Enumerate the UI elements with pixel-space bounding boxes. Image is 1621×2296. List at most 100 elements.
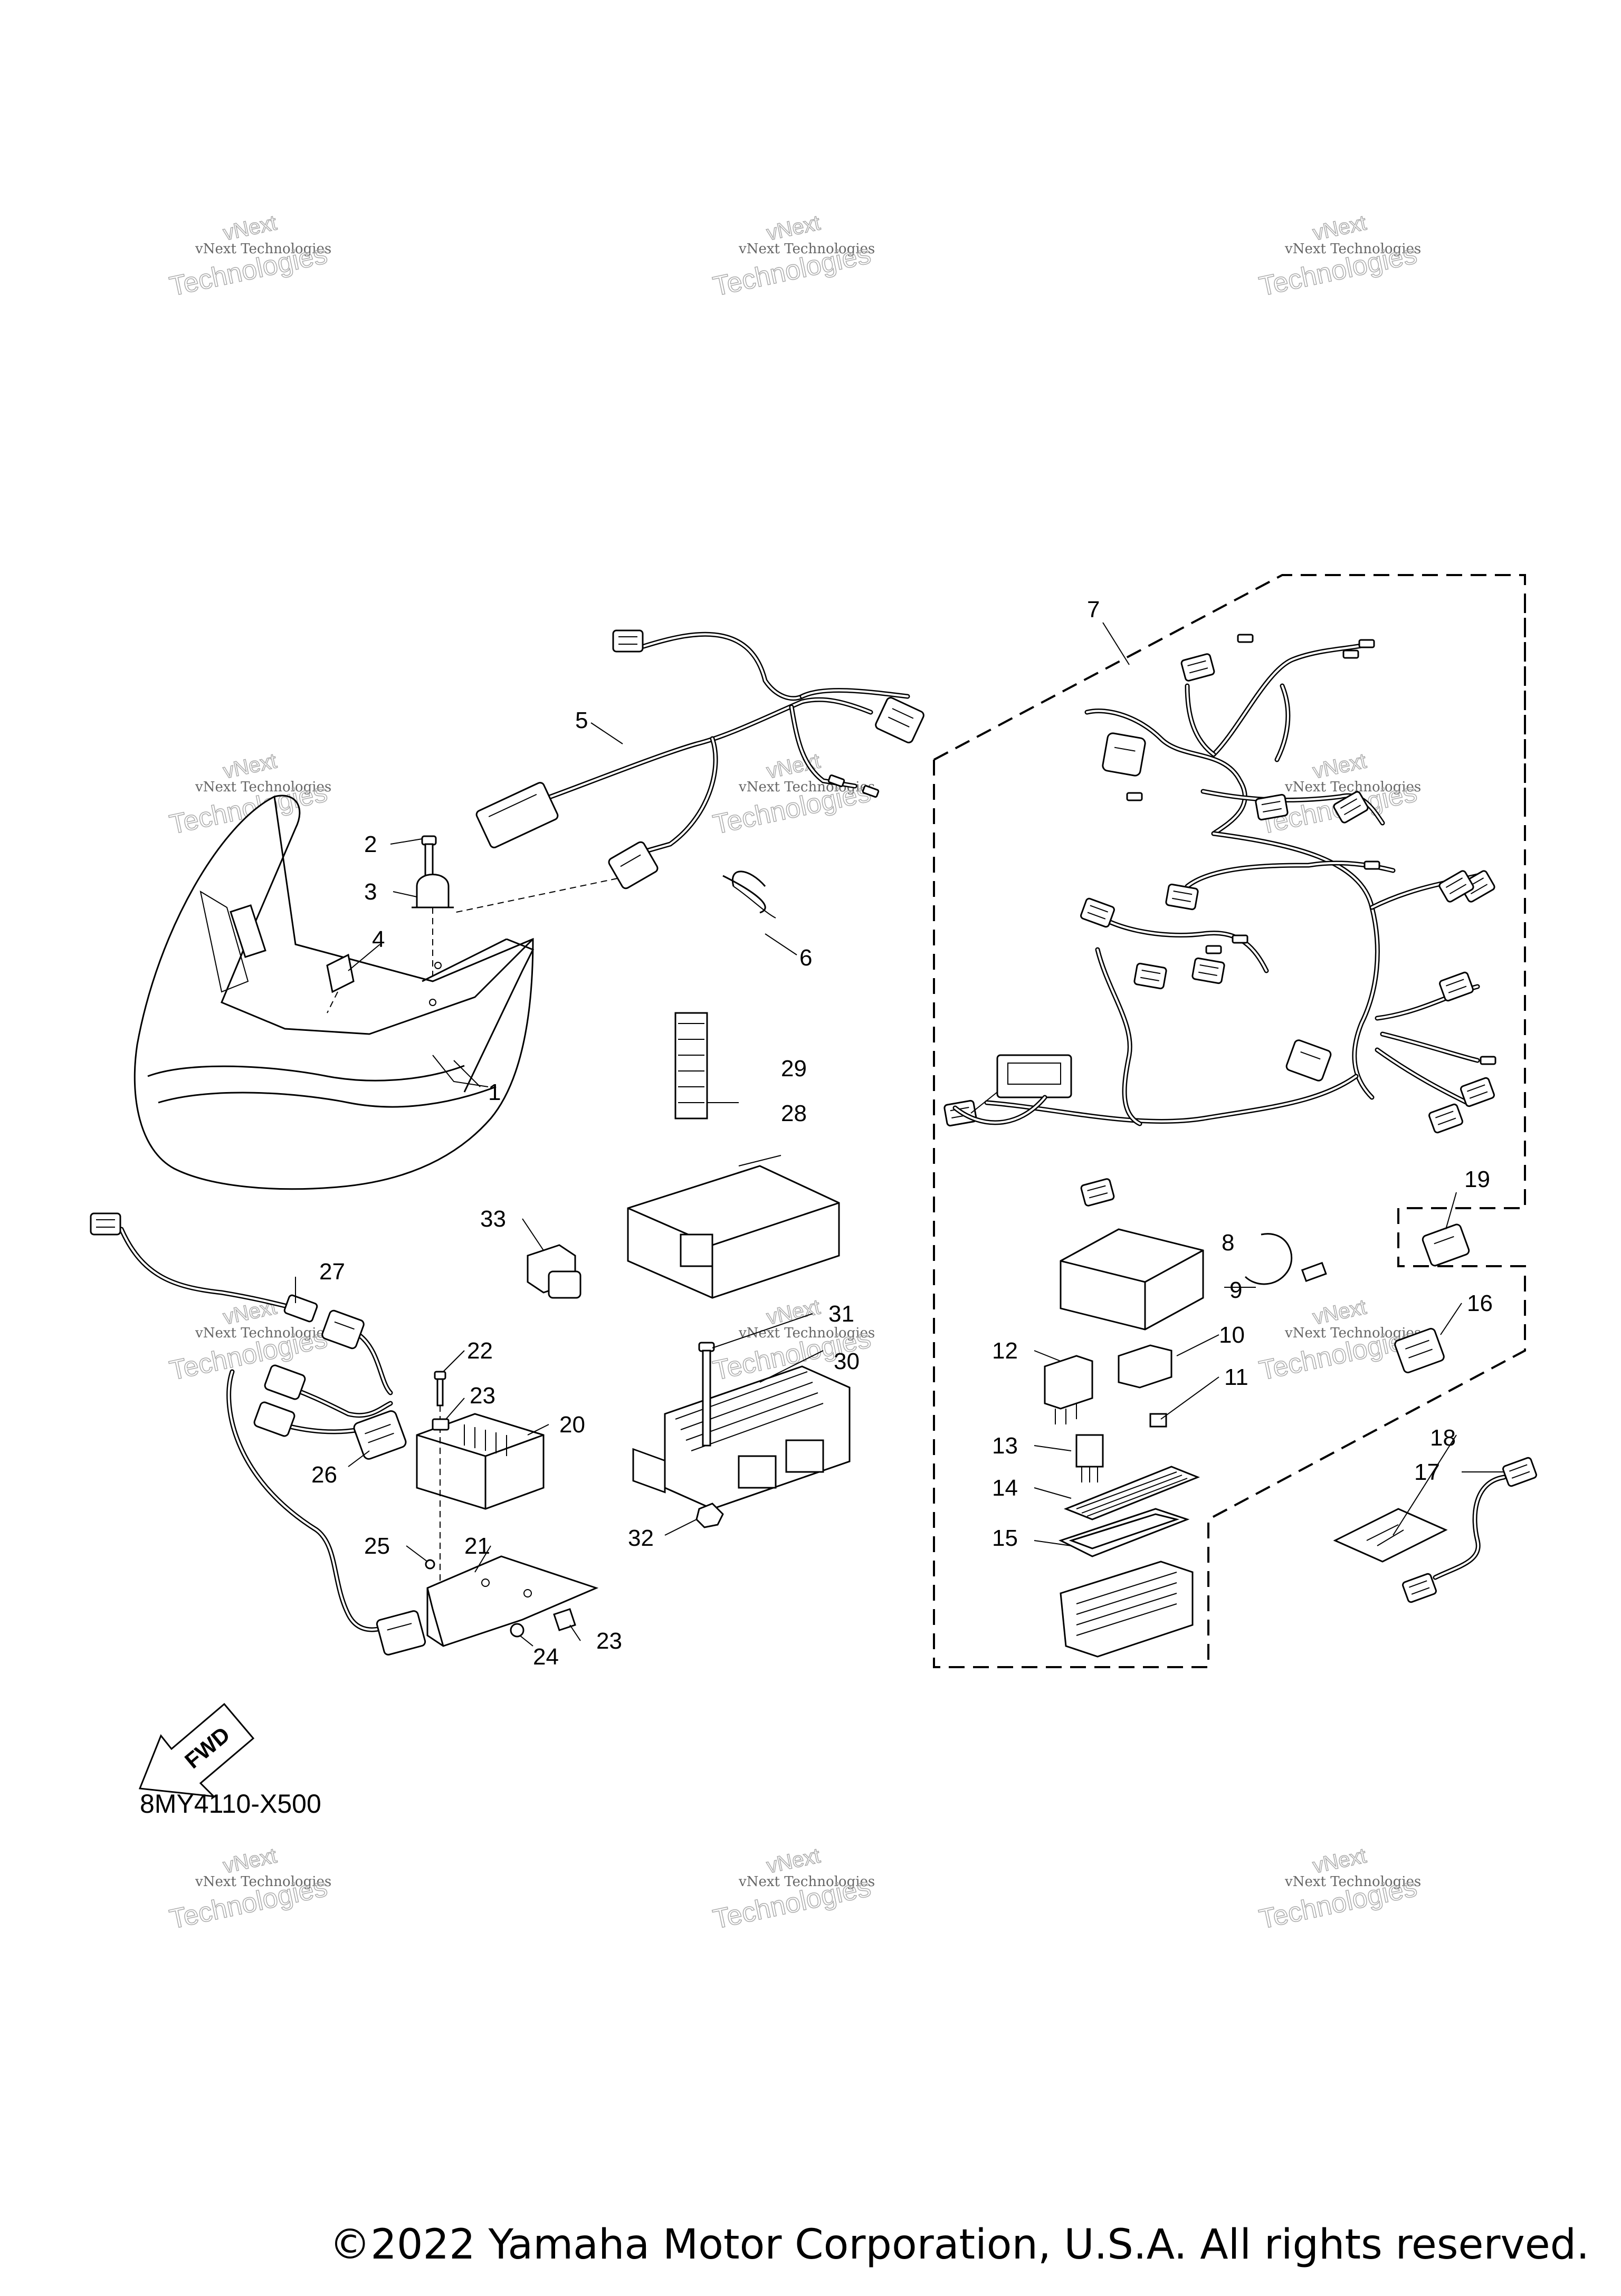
svg-text:vNext: vNext xyxy=(221,211,279,245)
part-4-clip-nut xyxy=(326,953,355,993)
part-17-lead-wire xyxy=(1401,1456,1538,1604)
fwd-arrow-icon: FWD xyxy=(138,1702,255,1797)
callout-18: 18 xyxy=(1430,1425,1456,1451)
part-24-nut xyxy=(510,1623,525,1638)
part-23-collar-lower xyxy=(553,1608,576,1631)
callout-9: 9 xyxy=(1229,1277,1242,1303)
callout-numbers: 1 2 3 4 5 6 7 8 9 10 11 12 13 14 15 16 1… xyxy=(311,597,1493,1670)
part-22-bolt xyxy=(434,1371,446,1407)
part-29-pad xyxy=(674,1012,708,1120)
callout-1: 1 xyxy=(488,1079,501,1105)
watermark: vNext Technologies Technologies vNext xyxy=(167,211,332,303)
callout-10: 10 xyxy=(1219,1322,1245,1348)
callout-28: 28 xyxy=(781,1101,807,1126)
part-12-relay xyxy=(1044,1355,1093,1424)
callout-4: 4 xyxy=(372,926,385,952)
svg-text:vNext: vNext xyxy=(1311,211,1368,245)
watermark: vNext Technologies Technologies vNext xyxy=(710,749,875,841)
svg-text:vNext Technologies: vNext Technologies xyxy=(1284,1874,1421,1890)
part-33-sensor xyxy=(527,1244,581,1299)
svg-text:vNext Technologies: vNext Technologies xyxy=(1284,241,1421,257)
callout-31: 31 xyxy=(828,1301,854,1327)
part-15-fuse-box xyxy=(1059,1508,1194,1658)
svg-text:vNext: vNext xyxy=(1311,749,1368,783)
callout-11: 11 xyxy=(1224,1364,1248,1390)
svg-text:vNext: vNext xyxy=(765,749,822,783)
svg-text:vNext Technologies: vNext Technologies xyxy=(195,779,331,795)
callout-24: 24 xyxy=(533,1644,559,1670)
part-19-connector xyxy=(1422,1223,1470,1267)
part-30-rectifier-regulator xyxy=(664,1365,851,1510)
callout-7: 7 xyxy=(1087,597,1100,623)
callout-22: 22 xyxy=(467,1338,493,1364)
part-31-bolt xyxy=(698,1342,715,1447)
part-18-sheet xyxy=(1333,1508,1448,1563)
callout-19: 19 xyxy=(1464,1166,1490,1192)
svg-text:vNext: vNext xyxy=(1311,1844,1368,1878)
part-3-clamp xyxy=(412,874,454,908)
leader-lines xyxy=(295,622,1504,1647)
callout-26: 26 xyxy=(311,1462,337,1488)
part-5-sub-harness xyxy=(475,629,924,889)
watermark: vNext Technologies Technologies vNext xyxy=(1256,1844,1422,1936)
part-9-relay-box-cover xyxy=(1060,1228,1204,1331)
svg-text:vNext: vNext xyxy=(765,1295,822,1329)
callout-33: 33 xyxy=(480,1206,506,1232)
callout-25: 25 xyxy=(364,1533,390,1559)
svg-text:vNext: vNext xyxy=(765,211,822,245)
callout-21: 21 xyxy=(464,1533,490,1559)
part-21-bracket xyxy=(426,1555,599,1647)
callout-20: 20 xyxy=(559,1412,585,1438)
callout-23: 23 xyxy=(470,1383,495,1409)
callout-32: 32 xyxy=(628,1525,654,1551)
part-13-relay xyxy=(1075,1434,1104,1482)
callout-13: 13 xyxy=(992,1433,1018,1459)
copyright-notice: ©2022 Yamaha Motor Corporation, U.S.A. A… xyxy=(329,2221,1589,2269)
svg-text:vNext Technologies: vNext Technologies xyxy=(1284,1325,1421,1341)
watermark: vNext Technologies Technologies vNext xyxy=(710,1844,875,1936)
part-14-fuse-label xyxy=(1063,1466,1200,1520)
callout-5: 5 xyxy=(575,707,588,733)
svg-text:vNext: vNext xyxy=(221,749,279,783)
diagram-code: 8MY4110-X500 xyxy=(140,1789,321,1819)
part-23-collar xyxy=(432,1418,450,1431)
part-6-band xyxy=(722,870,776,919)
callout-14: 14 xyxy=(992,1475,1018,1501)
part-1-headlight-cowl xyxy=(134,795,535,1190)
callout-3: 3 xyxy=(364,879,377,905)
svg-text:vNext: vNext xyxy=(221,1844,279,1878)
callout-2: 2 xyxy=(364,831,377,857)
part-20-control-unit xyxy=(416,1413,545,1510)
svg-text:vNext Technologies: vNext Technologies xyxy=(738,241,875,257)
callout-15: 15 xyxy=(992,1525,1018,1551)
callout-16: 16 xyxy=(1467,1290,1493,1316)
callout-12: 12 xyxy=(992,1338,1018,1364)
part-26-sub-harness xyxy=(226,1309,426,1656)
part-16-connector xyxy=(1394,1328,1445,1373)
callout-29: 29 xyxy=(781,1056,807,1082)
svg-text:vNext Technologies: vNext Technologies xyxy=(195,1874,331,1890)
watermark: vNext Technologies Technologies vNext xyxy=(1256,211,1422,303)
watermark: vNext Technologies Technologies vNext xyxy=(167,1844,332,1936)
svg-text:vNext Technologies: vNext Technologies xyxy=(738,1874,875,1890)
svg-text:vNext Technologies: vNext Technologies xyxy=(1284,779,1421,795)
svg-text:vNext: vNext xyxy=(765,1844,822,1878)
part-7-main-harness xyxy=(933,574,1526,1668)
callout-30: 30 xyxy=(834,1348,860,1374)
callout-23b: 23 xyxy=(596,1628,622,1654)
watermark: vNext Technologies Technologies vNext xyxy=(710,211,875,303)
part-8-wire-lead xyxy=(1244,1233,1327,1285)
callout-6: 6 xyxy=(799,945,812,971)
svg-text:vNext Technologies: vNext Technologies xyxy=(195,1325,331,1341)
callout-17: 17 xyxy=(1414,1459,1440,1485)
fuse-box-connector xyxy=(970,1054,1072,1114)
part-10-relay xyxy=(1118,1344,1172,1389)
svg-text:vNext Technologies: vNext Technologies xyxy=(195,241,331,257)
part-2-bolt xyxy=(421,835,437,877)
callout-8: 8 xyxy=(1222,1230,1234,1256)
callout-27: 27 xyxy=(319,1259,345,1285)
svg-text:vNext: vNext xyxy=(1311,1295,1368,1329)
part-27-sub-lead xyxy=(90,1212,318,1323)
part-11-fuse xyxy=(1149,1413,1167,1428)
